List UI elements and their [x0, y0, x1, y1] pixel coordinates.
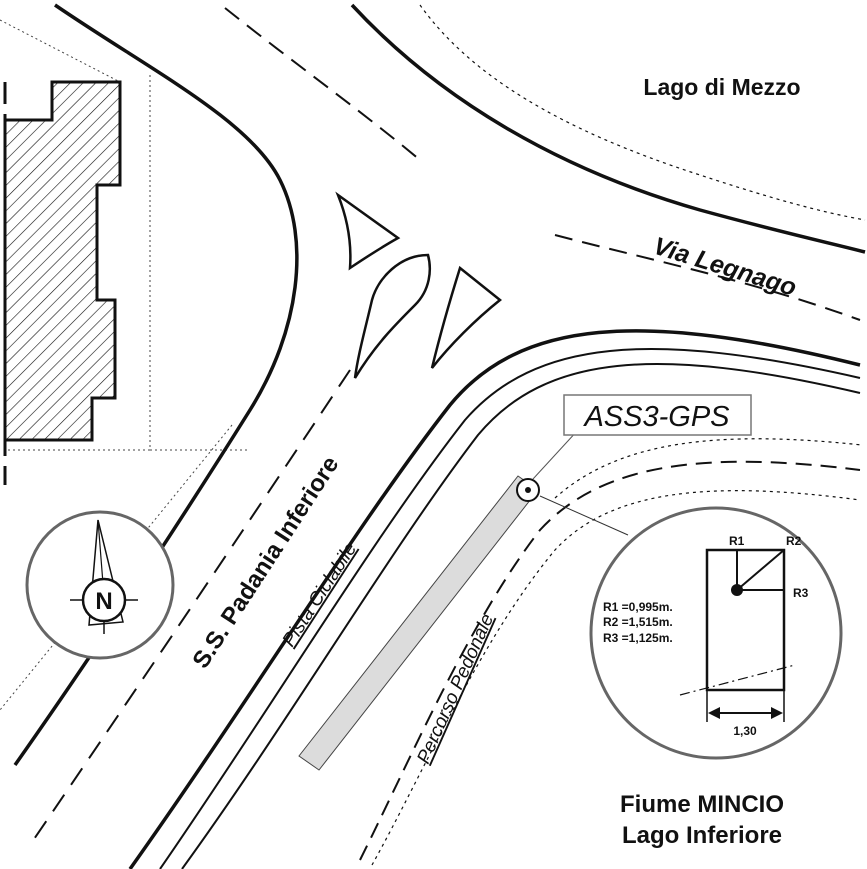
label-pista-ciclabile: Pista Ciclabile [279, 539, 362, 651]
label-lago-inferiore: Lago Inferiore [622, 822, 782, 849]
detail-r3-label: R3 [793, 586, 809, 600]
label-percorso-pedonale: Percorso Pedonale [413, 611, 498, 767]
compass-north-label: N [95, 588, 112, 615]
gps-marker-dot [525, 487, 531, 493]
road-dash-top [224, 7, 421, 161]
label-via-legnago: Via Legnago [650, 232, 799, 302]
lot-boundary-2 [0, 19, 121, 83]
detail-r2-label: R2 [786, 534, 802, 548]
gps-label: ASS3-GPS [582, 401, 730, 433]
detail-dim-arrow-right [771, 707, 783, 719]
traffic-island-3 [430, 265, 503, 369]
building [3, 80, 122, 442]
detail-dim-arrow-left [708, 707, 720, 719]
road-edge-east-3 [181, 363, 861, 869]
detail-point [731, 584, 743, 596]
road-centerline [29, 369, 351, 846]
gps-label-box [563, 394, 752, 436]
detail-r3-value: R3 =1,125m. [603, 631, 673, 645]
detail-r1-value: R1 =0,995m. [603, 600, 673, 614]
footpath-edge-3 [554, 438, 863, 499]
gps-leader [532, 429, 579, 480]
traffic-island-2 [353, 253, 432, 379]
road-edge-east-2 [159, 348, 861, 869]
label-lago-di-mezzo: Lago di Mezzo [643, 74, 800, 100]
via-legnago-centerline [554, 234, 861, 321]
lake-road-edge [350, 3, 866, 254]
lake-shore-dashed [419, 4, 866, 221]
road-edge-east-1 [128, 329, 861, 869]
footpath-edge-2 [371, 490, 861, 866]
detail-leader [539, 495, 629, 536]
label-ss-padania: S.S. Padania Inferiore [187, 452, 344, 674]
lot-boundary-4 [0, 424, 233, 711]
detail-r2-value: R2 =1,515m. [603, 615, 673, 629]
detail-r-line-diag [736, 549, 785, 591]
detail-r1-label: R1 [729, 534, 745, 548]
label-fiume-mincio: Fiume MINCIO [620, 791, 784, 818]
footpath-edge-1 [359, 460, 861, 861]
detail-frame [705, 548, 786, 692]
detail-width-value: 1,30 [733, 724, 757, 738]
detail-circle [589, 506, 843, 760]
traffic-island-1 [335, 191, 401, 271]
